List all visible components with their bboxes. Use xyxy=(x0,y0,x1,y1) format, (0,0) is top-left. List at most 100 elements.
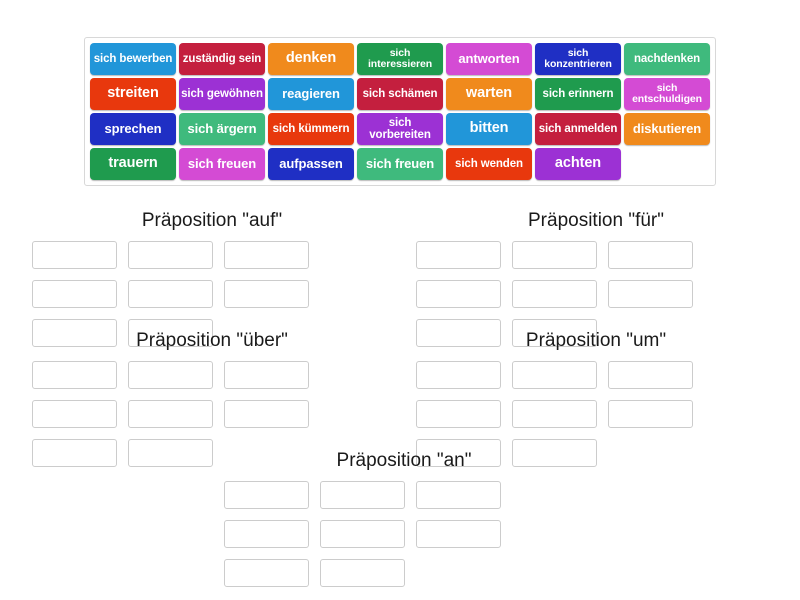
word-tile[interactable]: nachdenken xyxy=(624,43,710,75)
drop-zone[interactable] xyxy=(512,241,597,269)
word-tile[interactable]: aufpassen xyxy=(268,148,354,180)
word-tile[interactable]: reagieren xyxy=(268,78,354,110)
word-tile[interactable]: sich entschuldigen xyxy=(624,78,710,110)
group-fuer: Präposition "für" xyxy=(416,210,776,347)
drop-zone[interactable] xyxy=(32,439,117,467)
word-tile[interactable]: sich freuen xyxy=(179,148,265,180)
drop-zone[interactable] xyxy=(32,319,117,347)
group-title-uber: Präposition "über" xyxy=(136,330,288,351)
word-tile-label: zuständig sein xyxy=(182,52,262,65)
drop-zone[interactable] xyxy=(224,481,309,509)
drop-zone[interactable] xyxy=(224,520,309,548)
word-tile[interactable]: trauern xyxy=(90,148,176,180)
drop-zone[interactable] xyxy=(416,439,501,467)
word-tile-label: sich ärgern xyxy=(187,121,257,137)
drop-zone[interactable] xyxy=(224,361,309,389)
word-tile-label: streiten xyxy=(107,85,159,102)
word-tile-label: sich schämen xyxy=(362,87,438,100)
word-tile-label: sich vorbereiten xyxy=(369,116,431,141)
word-tile[interactable]: achten xyxy=(535,148,621,180)
drop-zone[interactable] xyxy=(320,559,405,587)
drop-zone[interactable] xyxy=(416,400,501,428)
word-tile-label: reagieren xyxy=(282,86,340,102)
word-tile[interactable]: sich wenden xyxy=(446,148,532,180)
word-tile-label: nachdenken xyxy=(633,52,701,65)
word-tile[interactable]: sich vorbereiten xyxy=(357,113,443,145)
drop-zone[interactable] xyxy=(128,319,213,347)
word-tile[interactable]: sprechen xyxy=(90,113,176,145)
word-tile[interactable]: sich gewöhnen xyxy=(179,78,265,110)
word-tile-label: sich freuen xyxy=(365,156,435,172)
word-tile-label: sich anmelden xyxy=(538,122,618,135)
drop-zone[interactable] xyxy=(320,481,405,509)
word-tile[interactable]: sich anmelden xyxy=(535,113,621,145)
drop-zone[interactable] xyxy=(224,400,309,428)
word-tile-label: sich konzentrieren xyxy=(544,46,612,70)
word-tile[interactable]: sich interessieren xyxy=(357,43,443,75)
drop-zone[interactable] xyxy=(128,280,213,308)
word-tile[interactable]: antworten xyxy=(446,43,532,75)
drop-zone-grid-an xyxy=(224,481,584,587)
drop-zone-grid-uber xyxy=(32,361,392,467)
word-tile-grid: sich bewerben zuständig sein denken sich in… xyxy=(90,43,711,180)
word-tile[interactable]: denken xyxy=(268,43,354,75)
word-tile[interactable]: diskutieren xyxy=(624,113,710,145)
drop-zone[interactable] xyxy=(512,319,597,347)
word-tile-label: sich erinnern xyxy=(542,87,614,100)
drop-zone[interactable] xyxy=(512,439,597,467)
word-tile[interactable]: warten xyxy=(446,78,532,110)
word-tile[interactable]: sich bewerben xyxy=(90,43,176,75)
drop-zone[interactable] xyxy=(512,280,597,308)
word-tile-label: denken xyxy=(285,50,337,67)
drop-zone[interactable] xyxy=(32,361,117,389)
drop-zone[interactable] xyxy=(416,520,501,548)
drop-zone[interactable] xyxy=(416,319,501,347)
word-tile[interactable]: sich konzentrieren xyxy=(535,43,621,75)
drop-zone[interactable] xyxy=(416,280,501,308)
drop-zone-grid-um xyxy=(416,361,776,467)
word-tile-label: achten xyxy=(554,155,602,172)
drop-zone[interactable] xyxy=(224,559,309,587)
word-tile-label: sich kümmern xyxy=(272,122,350,135)
drop-zone[interactable] xyxy=(128,400,213,428)
word-tile-label: sich bewerben xyxy=(93,52,173,65)
drop-zone[interactable] xyxy=(128,241,213,269)
word-tile[interactable]: sich schämen xyxy=(357,78,443,110)
word-tile-label: antworten xyxy=(458,51,520,67)
word-tile-label: sich freuen xyxy=(187,156,257,172)
drop-zone[interactable] xyxy=(128,439,213,467)
drop-zone[interactable] xyxy=(608,280,693,308)
drop-zone[interactable] xyxy=(512,400,597,428)
group-title-um: Präposition "um" xyxy=(525,330,667,351)
word-tile[interactable]: sich freuen xyxy=(357,148,443,180)
word-tile[interactable]: sich kümmern xyxy=(268,113,354,145)
drop-zone-grid-auf xyxy=(32,241,392,347)
group-uber: Präposition "über" xyxy=(32,330,392,467)
word-tile[interactable]: sich erinnern xyxy=(535,78,621,110)
word-tile[interactable]: streiten xyxy=(90,78,176,110)
drop-zone[interactable] xyxy=(416,481,501,509)
drop-zone[interactable] xyxy=(320,520,405,548)
word-tile[interactable]: zuständig sein xyxy=(179,43,265,75)
drop-zone[interactable] xyxy=(608,400,693,428)
group-auf: Präposition "auf" xyxy=(32,210,392,347)
word-tile-label: aufpassen xyxy=(279,156,343,172)
word-tile[interactable]: sich ärgern xyxy=(179,113,265,145)
drop-zone[interactable] xyxy=(608,241,693,269)
drop-zone[interactable] xyxy=(416,241,501,269)
drop-zone[interactable] xyxy=(224,241,309,269)
drop-zone[interactable] xyxy=(608,361,693,389)
drop-zone[interactable] xyxy=(416,361,501,389)
drop-zone[interactable] xyxy=(128,361,213,389)
word-tile-label: diskutieren xyxy=(632,121,702,137)
drop-zone[interactable] xyxy=(32,241,117,269)
group-title-an: Präposition "an" xyxy=(336,450,472,471)
drop-zone[interactable] xyxy=(224,280,309,308)
word-tile-label: warten xyxy=(465,85,513,102)
drop-zone[interactable] xyxy=(32,280,117,308)
drop-zone[interactable] xyxy=(32,400,117,428)
drop-zone[interactable] xyxy=(512,361,597,389)
word-tile-bank: sich bewerben zuständig sein denken sich in… xyxy=(84,37,716,186)
word-tile[interactable]: bitten xyxy=(446,113,532,145)
word-tile-label: trauern xyxy=(108,155,158,172)
